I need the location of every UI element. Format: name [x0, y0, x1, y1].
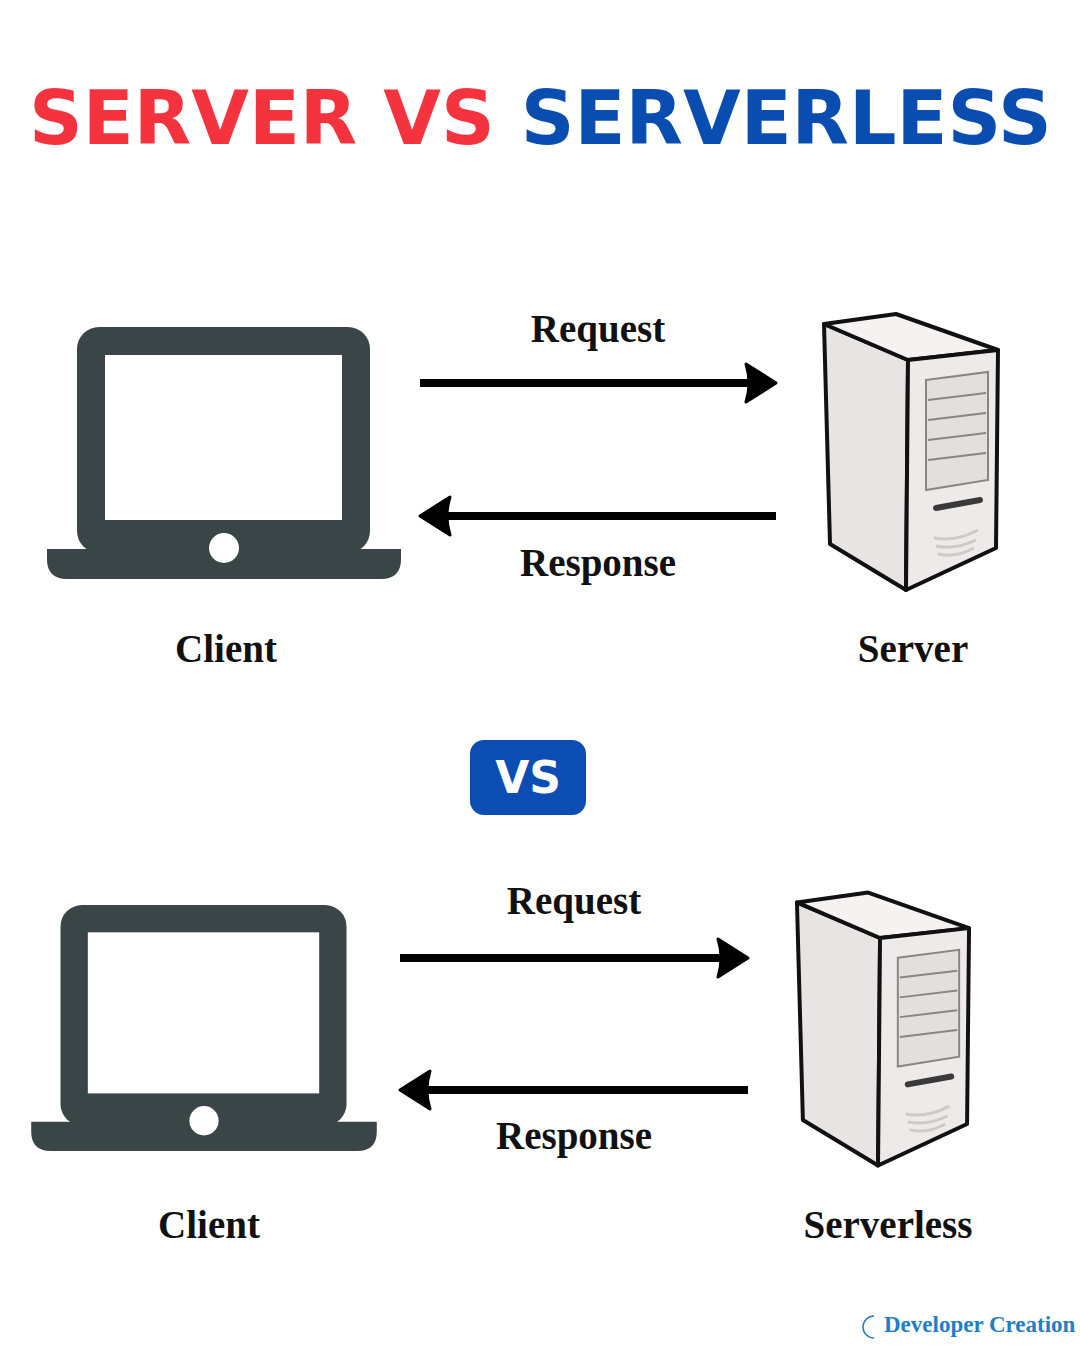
node-label: Serverless [763, 1202, 1013, 1249]
arrow-connector [400, 1071, 748, 1109]
arrow-line [420, 379, 750, 387]
edge-label: Response [438, 540, 758, 587]
device-node: Client [40, 318, 420, 680]
device-node: Client [24, 898, 400, 1258]
edge-label: Request [414, 878, 734, 925]
device-node: Serverless [748, 882, 998, 1258]
node-label: Client [40, 626, 412, 673]
server-icon [820, 312, 1002, 594]
arrow-line [426, 1086, 748, 1094]
arrow-line [400, 954, 722, 962]
arrow-head [718, 939, 748, 977]
server-icon [793, 890, 973, 1170]
arrow-connector [400, 939, 748, 977]
device-node: Server [776, 300, 1026, 680]
arrow-head [746, 364, 776, 402]
edge-label: Request [438, 306, 758, 353]
laptop-icon [47, 327, 401, 579]
arrow-line [446, 512, 776, 520]
edge-label: Response [414, 1113, 734, 1160]
arrow-head [400, 1071, 430, 1109]
laptop-icon [30, 905, 378, 1151]
logo-icon [858, 1313, 882, 1341]
title: SERVER VS SERVERLESS [29, 76, 1052, 162]
vs-badge: VS [470, 740, 586, 815]
node-label: Client [24, 1202, 394, 1249]
arrow-head [420, 497, 450, 535]
watermark: Developer Creation [884, 1312, 1075, 1338]
arrow-connector [420, 364, 776, 402]
badge-text: VS [495, 756, 561, 800]
node-label: Server [788, 626, 1038, 673]
arrow-connector [420, 497, 776, 535]
